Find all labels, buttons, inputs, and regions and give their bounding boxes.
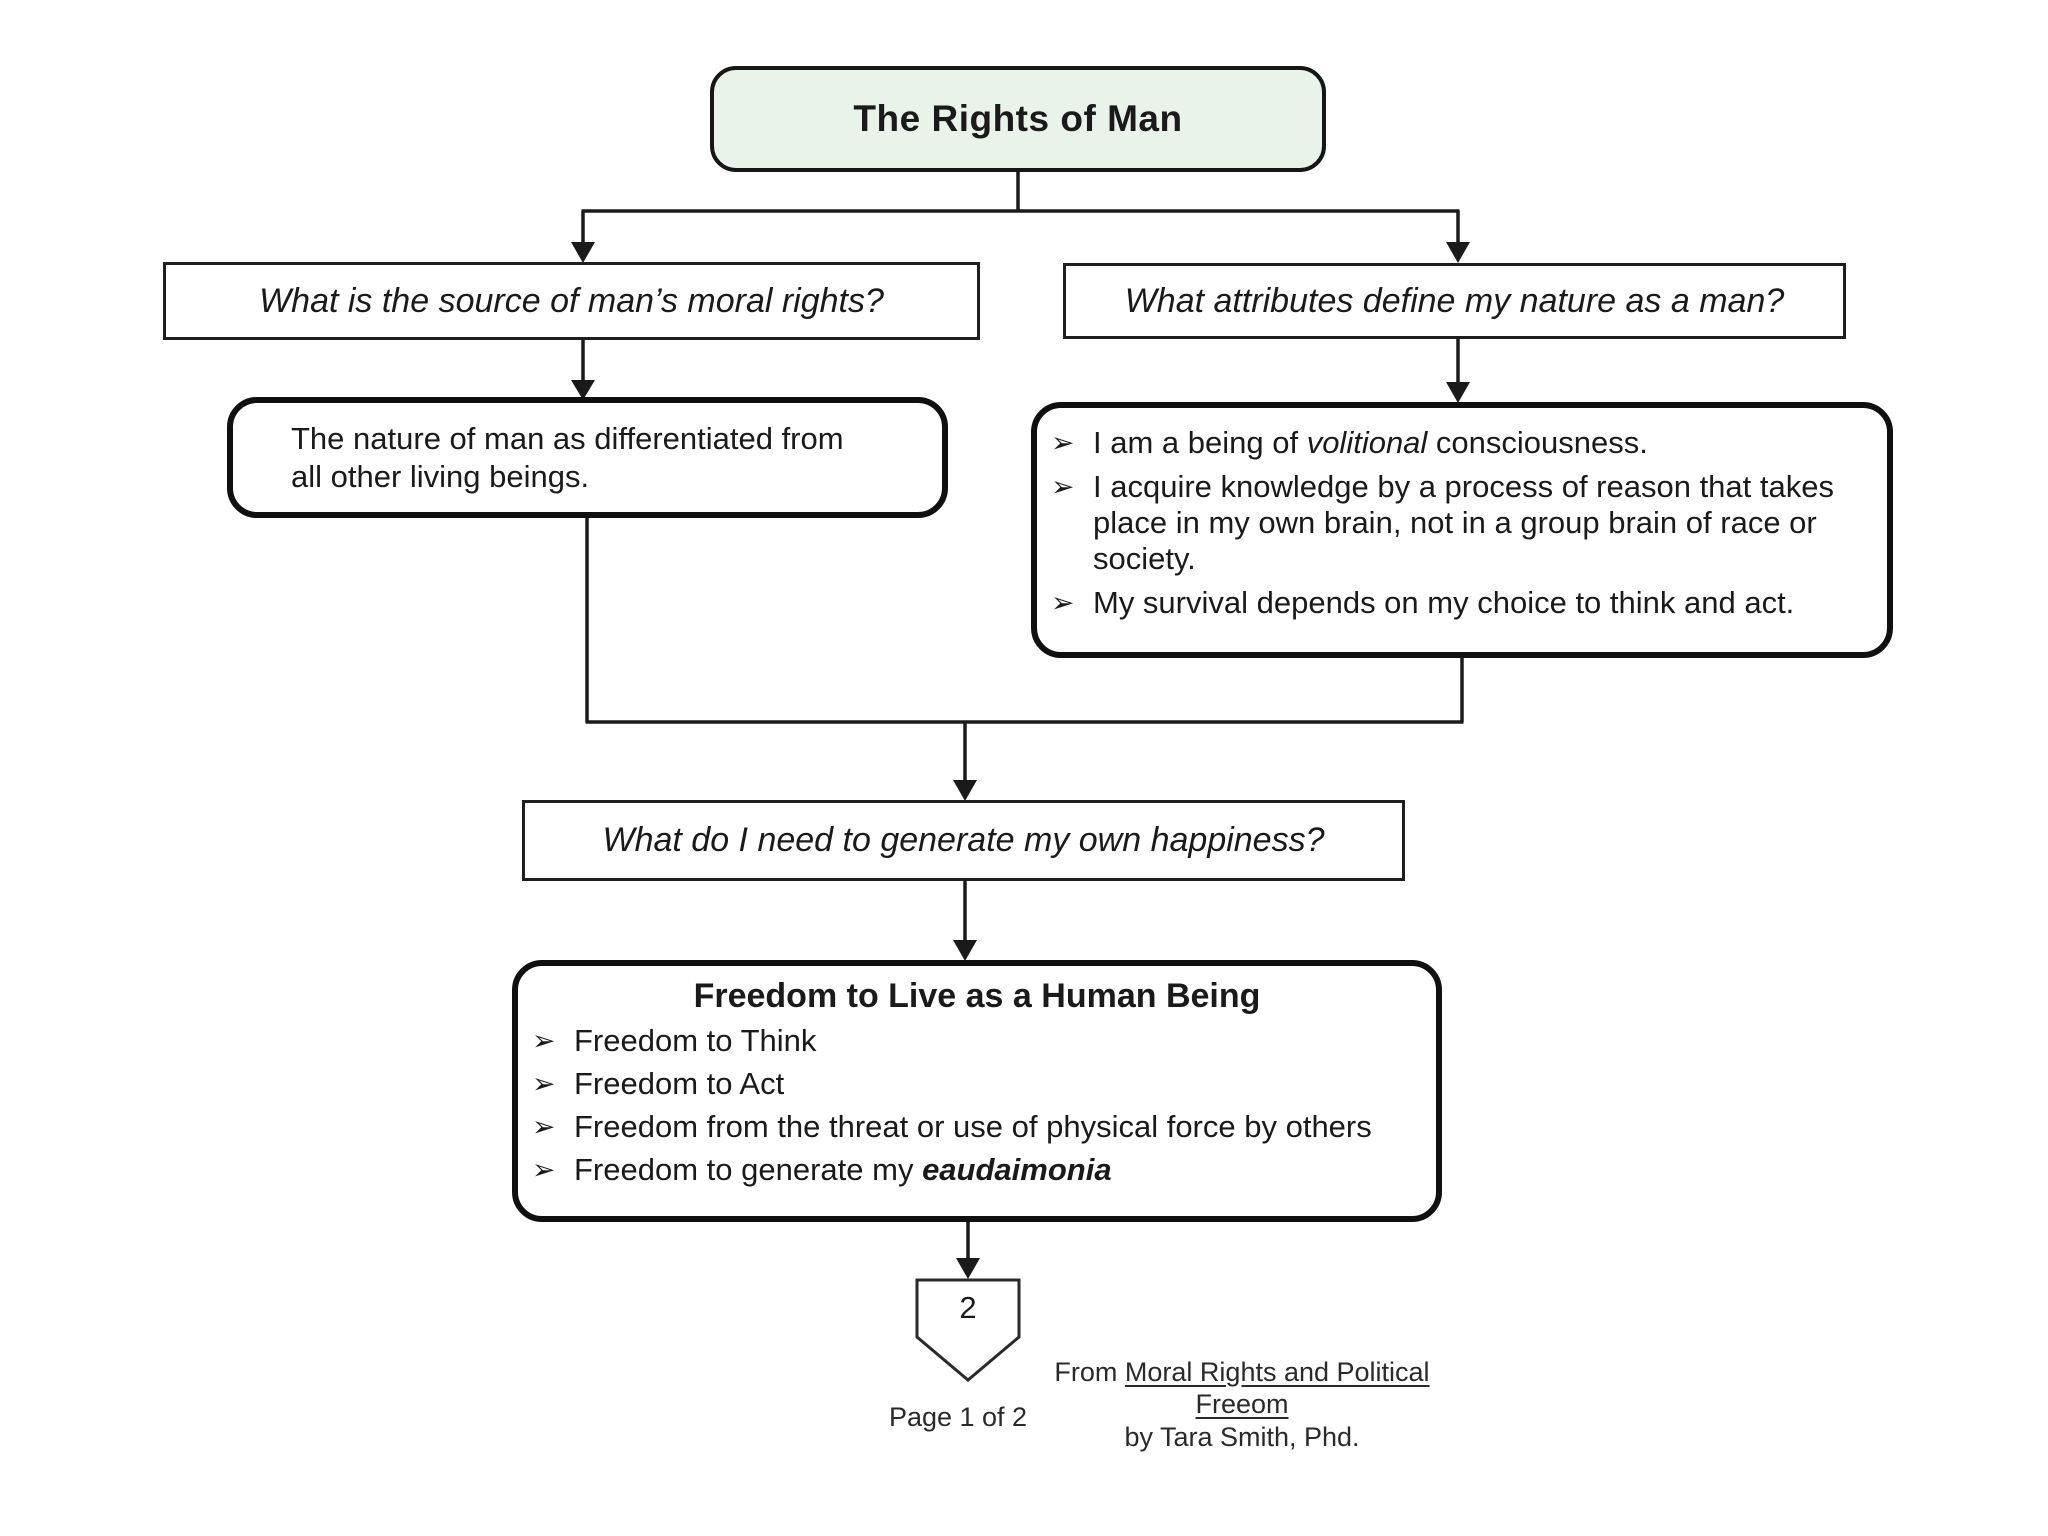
bullet-text-em: volitional [1306,425,1428,460]
source-title-link: Moral Rights and Political Freeom [1124,1357,1430,1420]
happiness-question-box: What do I need to generate my own happin… [522,800,1405,881]
freedom-box: Freedom to Live as a Human Being ➢ Freed… [512,960,1442,1222]
arrow-bullet-icon: ➢ [532,1110,556,1142]
source-byline: by Tara Smith, Phd. [1124,1421,1360,1452]
list-item: ➢ Freedom to Think [532,1023,1396,1060]
bullet-text-pre: Freedom from the threat or use of physic… [574,1108,1372,1144]
left-question-label: What is the source of man’s moral rights… [259,281,884,320]
off-page-connector-shape [915,1278,1021,1382]
arrow-bullet-icon: ➢ [532,1153,556,1185]
bullet-text-pre: I am a being of [1093,425,1307,460]
arrow-bullet-icon: ➢ [1051,427,1075,458]
bullet-text-pre: I acquire knowledge by a process of reas… [1093,468,1834,577]
list-item: ➢ Freedom from the threat or use of phys… [532,1109,1396,1146]
arrow-bullet-icon: ➢ [532,1024,556,1056]
bullet-text: Freedom to Think [574,1023,1396,1059]
source-line: From Moral Rights and Political Freeom [1010,1356,1474,1421]
arrowhead-happiness [953,780,977,801]
source-prefix: From [1054,1357,1125,1387]
arrow-bullet-icon: ➢ [1051,586,1075,618]
freedom-box-title: Freedom to Live as a Human Being [693,977,1261,1015]
bullet-text-em: eaudaimonia [922,1151,1112,1187]
attributes-bullet-list: ➢ I am a being of volitional consciousne… [1051,425,1853,622]
happiness-question-label: What do I need to generate my own happin… [602,821,1325,859]
arrowhead-freedom [953,940,977,961]
arrowhead-attributes [1446,382,1470,403]
arrow-bullet-icon: ➢ [532,1067,556,1099]
list-item: ➢ My survival depends on my choice to th… [1051,585,1853,622]
bullet-text: My survival depends on my choice to thin… [1093,585,1853,621]
arrow-bullet-icon: ➢ [1051,470,1075,502]
bullet-text: I acquire knowledge by a process of reas… [1093,469,1853,578]
list-item: ➢ Freedom to Act [532,1066,1396,1103]
source-citation: From Moral Rights and Political Freeom b… [1010,1356,1474,1453]
bullet-text: Freedom from the threat or use of physic… [574,1109,1396,1145]
bullet-text-pre: Freedom to Think [574,1022,817,1058]
bullet-text-pre: My survival depends on my choice to thin… [1093,584,1795,620]
page-title: The Rights of Man [853,98,1183,139]
bullet-text-pre: Freedom to Act [574,1065,785,1101]
bullet-text: Freedom to generate my eaudaimonia [574,1152,1396,1188]
page-number-label: Page 1 of 2 [888,1402,1028,1432]
arrowhead-nature [571,380,595,400]
off-page-connector-label: 2 [959,1290,977,1325]
list-item: ➢ Freedom to generate my eaudaimonia [532,1152,1396,1189]
right-question-label: What attributes define my nature as a ma… [1124,281,1785,320]
bullet-text: I am a being of volitional consciousness… [1093,425,1853,461]
freedom-bullet-list: ➢ Freedom to Think ➢ Freedom to Act ➢ Fr… [532,1023,1396,1189]
arrowhead-right-question [1446,242,1470,263]
bullet-text-post: consciousness. [1427,425,1648,460]
list-item: ➢ I acquire knowledge by a process of re… [1051,469,1853,578]
bullet-text: Freedom to Act [574,1066,1396,1102]
arrowhead-left-question [571,242,595,263]
attributes-box: ➢ I am a being of volitional consciousne… [1031,402,1893,658]
arrowhead-offpage [956,1258,980,1279]
nature-of-man-box: The nature of man as differentiated from… [227,397,948,518]
right-question-box: What attributes define my nature as a ma… [1063,263,1846,339]
left-question-box: What is the source of man’s moral rights… [163,262,980,340]
bullet-text-pre: Freedom to generate my [574,1151,923,1187]
nature-of-man-text: The nature of man as differentiated from… [291,421,844,494]
title-box: The Rights of Man [710,66,1326,172]
list-item: ➢ I am a being of volitional consciousne… [1051,425,1853,462]
